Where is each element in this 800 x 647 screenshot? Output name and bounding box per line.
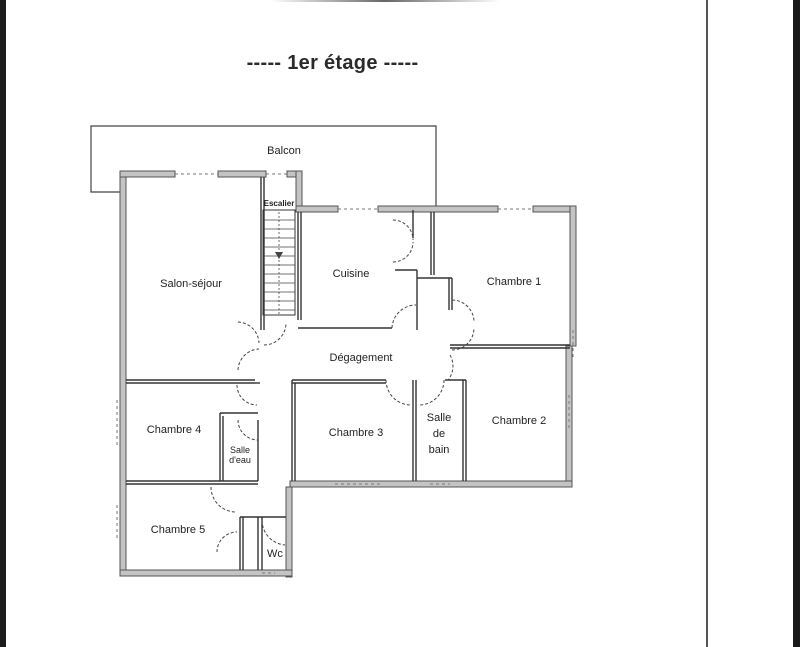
windows — [116, 173, 574, 574]
label-salle-eau-line1: Salle — [230, 445, 250, 455]
floor-title: ----- 1er étage ----- — [246, 52, 419, 74]
label-chambre-1: Chambre 1 — [487, 276, 541, 288]
balcony-outline — [90, 125, 437, 210]
stair-direction-arrow-icon — [275, 252, 283, 259]
label-salle-bain-line2: de — [433, 428, 445, 440]
label-salle-bain-line1: Salle — [427, 412, 451, 424]
label-chambre-5: Chambre 5 — [151, 524, 205, 536]
photo-edge-left — [0, 0, 6, 647]
label-salle-eau-line2: d'eau — [229, 455, 251, 465]
label-degagement: Dégagement — [330, 352, 393, 364]
label-salon-sejour: Salon-séjour — [160, 278, 222, 290]
label-cuisine: Cuisine — [333, 268, 370, 280]
label-chambre-2: Chambre 2 — [492, 415, 546, 427]
photo-edge-right — [793, 0, 800, 647]
top-shadow — [270, 0, 500, 2]
label-wc: Wc — [267, 548, 283, 560]
label-chambre-4: Chambre 4 — [147, 424, 201, 436]
label-balcon: Balcon — [267, 145, 301, 157]
interior-walls — [126, 177, 570, 570]
room-labels: Balcon Escalier Salon-séjour Cuisine Cha… — [147, 145, 546, 560]
label-salle-bain-line3: bain — [429, 444, 450, 456]
stair-treads — [263, 212, 295, 315]
page-border-line — [706, 0, 708, 647]
door-swings — [210, 219, 475, 553]
label-chambre-3: Chambre 3 — [329, 427, 383, 439]
label-escalier: Escalier — [264, 199, 295, 208]
exterior-walls — [119, 170, 577, 578]
